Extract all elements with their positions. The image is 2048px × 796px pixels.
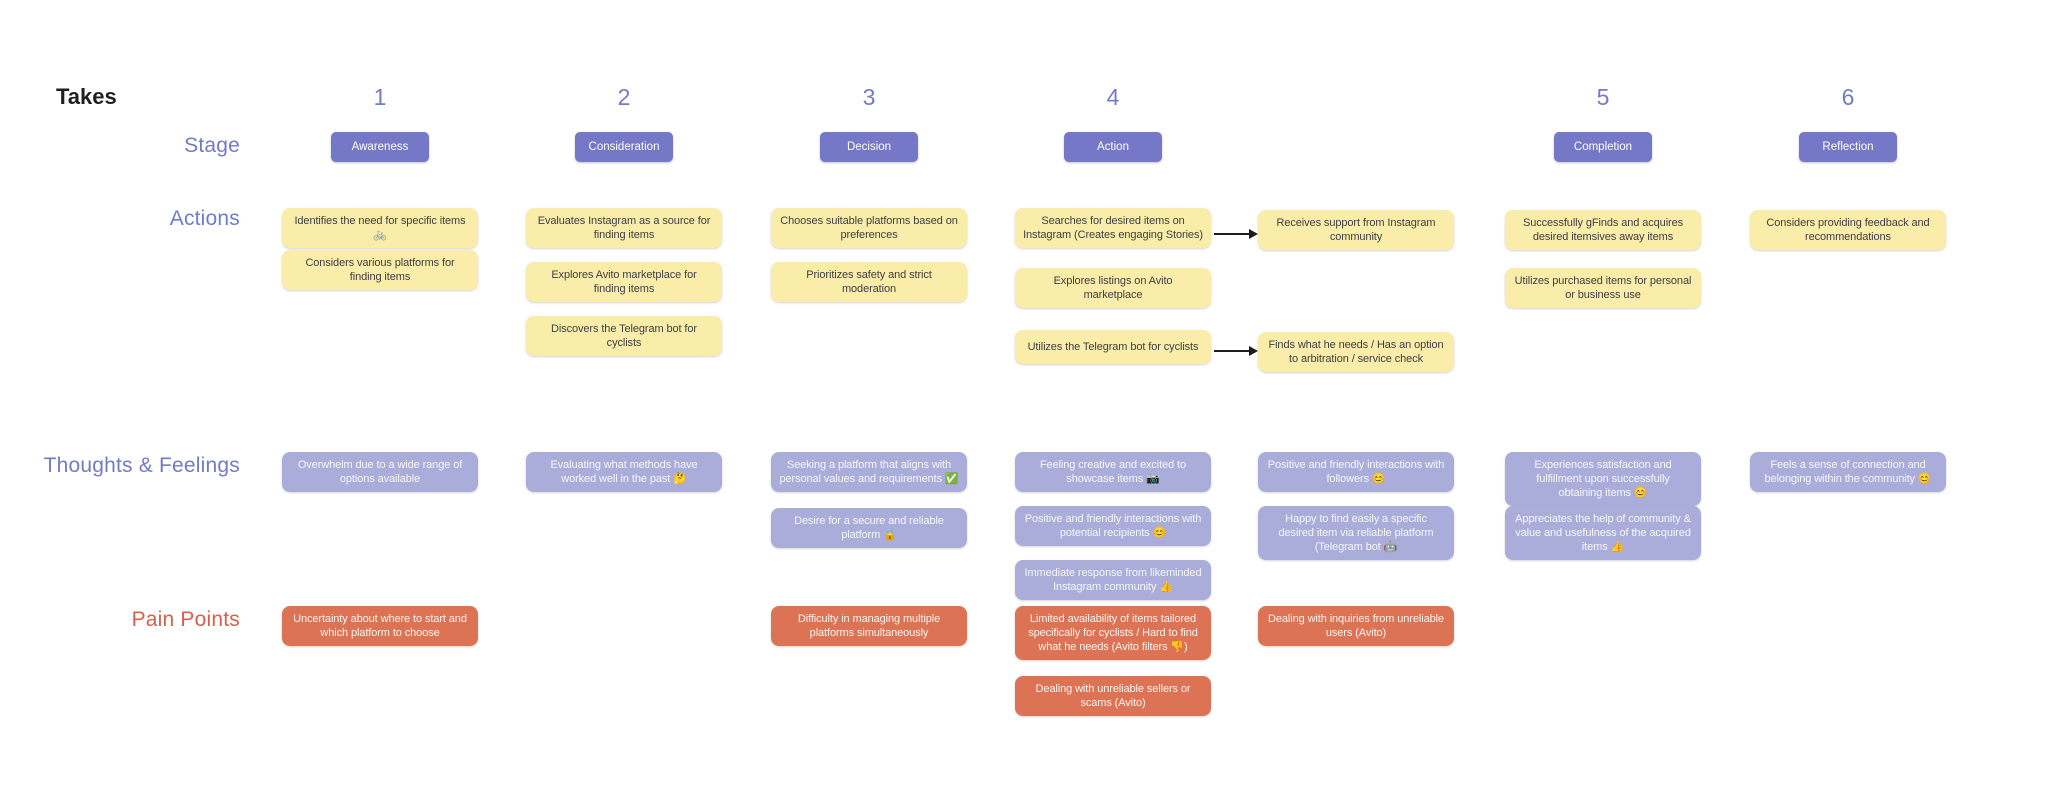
sticky-note-action[interactable]: Evaluates Instagram as a source for find… xyxy=(526,208,722,248)
sticky-note-thought[interactable]: Feels a sense of connection and belongin… xyxy=(1750,452,1946,492)
sticky-note-action[interactable]: Explores Avito marketplace for finding i… xyxy=(526,262,722,302)
sticky-note-action[interactable]: Chooses suitable platforms based on pref… xyxy=(771,208,967,248)
stage-number-3: 3 xyxy=(862,84,876,110)
sticky-note-thought[interactable]: Desire for a secure and reliable platfor… xyxy=(771,508,967,548)
sticky-note-action[interactable]: Utilizes purchased items for personal or… xyxy=(1505,268,1701,308)
sticky-note-action[interactable]: Successfully gFinds and acquires desired… xyxy=(1505,210,1701,250)
sticky-note-thought[interactable]: Evaluating what methods have worked well… xyxy=(526,452,722,492)
sticky-note-action[interactable]: Discovers the Telegram bot for cyclists xyxy=(526,316,722,356)
sticky-note-action[interactable]: Prioritizes safety and strict moderation xyxy=(771,262,967,302)
row-label-takes: Takes xyxy=(56,84,117,109)
sticky-note-thought[interactable]: Experiences satisfaction and fulfillment… xyxy=(1505,452,1701,506)
sticky-note-thought[interactable]: Appreciates the help of community & valu… xyxy=(1505,506,1701,560)
sticky-note-thought[interactable]: Positive and friendly interactions with … xyxy=(1258,452,1454,492)
sticky-note-thought[interactable]: Positive and friendly interactions with … xyxy=(1015,506,1211,546)
row-label-stage: Stage xyxy=(184,134,240,157)
sticky-note-pain[interactable]: Limited availability of items tailored s… xyxy=(1015,606,1211,660)
sticky-note-action[interactable]: Receives support from Instagram communit… xyxy=(1258,210,1454,250)
row-label-pain-points: Pain Points xyxy=(131,608,240,631)
sticky-note-thought[interactable]: Immediate response from likeminded Insta… xyxy=(1015,560,1211,600)
stage-pill-completion[interactable]: Completion xyxy=(1554,132,1652,162)
sticky-note-action[interactable]: Identifies the need for specific items 🚲 xyxy=(282,208,478,248)
sticky-note-action[interactable]: Considers providing feedback and recomme… xyxy=(1750,210,1946,250)
row-label-thoughts-feelings: Thoughts & Feelings xyxy=(43,454,240,477)
sticky-note-thought[interactable]: Happy to find easily a specific desired … xyxy=(1258,506,1454,560)
sticky-note-action[interactable]: Utilizes the Telegram bot for cyclists xyxy=(1015,330,1211,364)
sticky-note-pain[interactable]: Uncertainty about where to start and whi… xyxy=(282,606,478,646)
sticky-note-action[interactable]: Searches for desired items on Instagram … xyxy=(1015,208,1211,248)
sticky-note-action[interactable]: Explores listings on Avito marketplace xyxy=(1015,268,1211,308)
stage-pill-awareness[interactable]: Awareness xyxy=(331,132,429,162)
row-label-actions: Actions xyxy=(169,207,240,230)
sticky-note-thought[interactable]: Overwhelm due to a wide range of options… xyxy=(282,452,478,492)
sticky-note-thought[interactable]: Seeking a platform that aligns with pers… xyxy=(771,452,967,492)
stage-number-2: 2 xyxy=(617,84,631,110)
flow-arrow-icon xyxy=(1214,346,1258,356)
stage-pill-consideration[interactable]: Consideration xyxy=(575,132,673,162)
sticky-note-pain[interactable]: Dealing with unreliable sellers or scams… xyxy=(1015,676,1211,716)
stage-pill-action[interactable]: Action xyxy=(1064,132,1162,162)
stage-number-5: 5 xyxy=(1596,84,1610,110)
sticky-note-action[interactable]: Considers various platforms for finding … xyxy=(282,250,478,290)
flow-arrow-icon xyxy=(1214,229,1258,239)
sticky-note-action[interactable]: Finds what he needs / Has an option to a… xyxy=(1258,332,1454,372)
stage-pill-reflection[interactable]: Reflection xyxy=(1799,132,1897,162)
stage-number-6: 6 xyxy=(1841,84,1855,110)
stage-number-4: 4 xyxy=(1106,84,1120,110)
sticky-note-pain[interactable]: Difficulty in managing multiple platform… xyxy=(771,606,967,646)
stage-pill-decision[interactable]: Decision xyxy=(820,132,918,162)
stage-number-1: 1 xyxy=(373,84,387,110)
sticky-note-pain[interactable]: Dealing with inquiries from unreliable u… xyxy=(1258,606,1454,646)
sticky-note-thought[interactable]: Feeling creative and excited to showcase… xyxy=(1015,452,1211,492)
